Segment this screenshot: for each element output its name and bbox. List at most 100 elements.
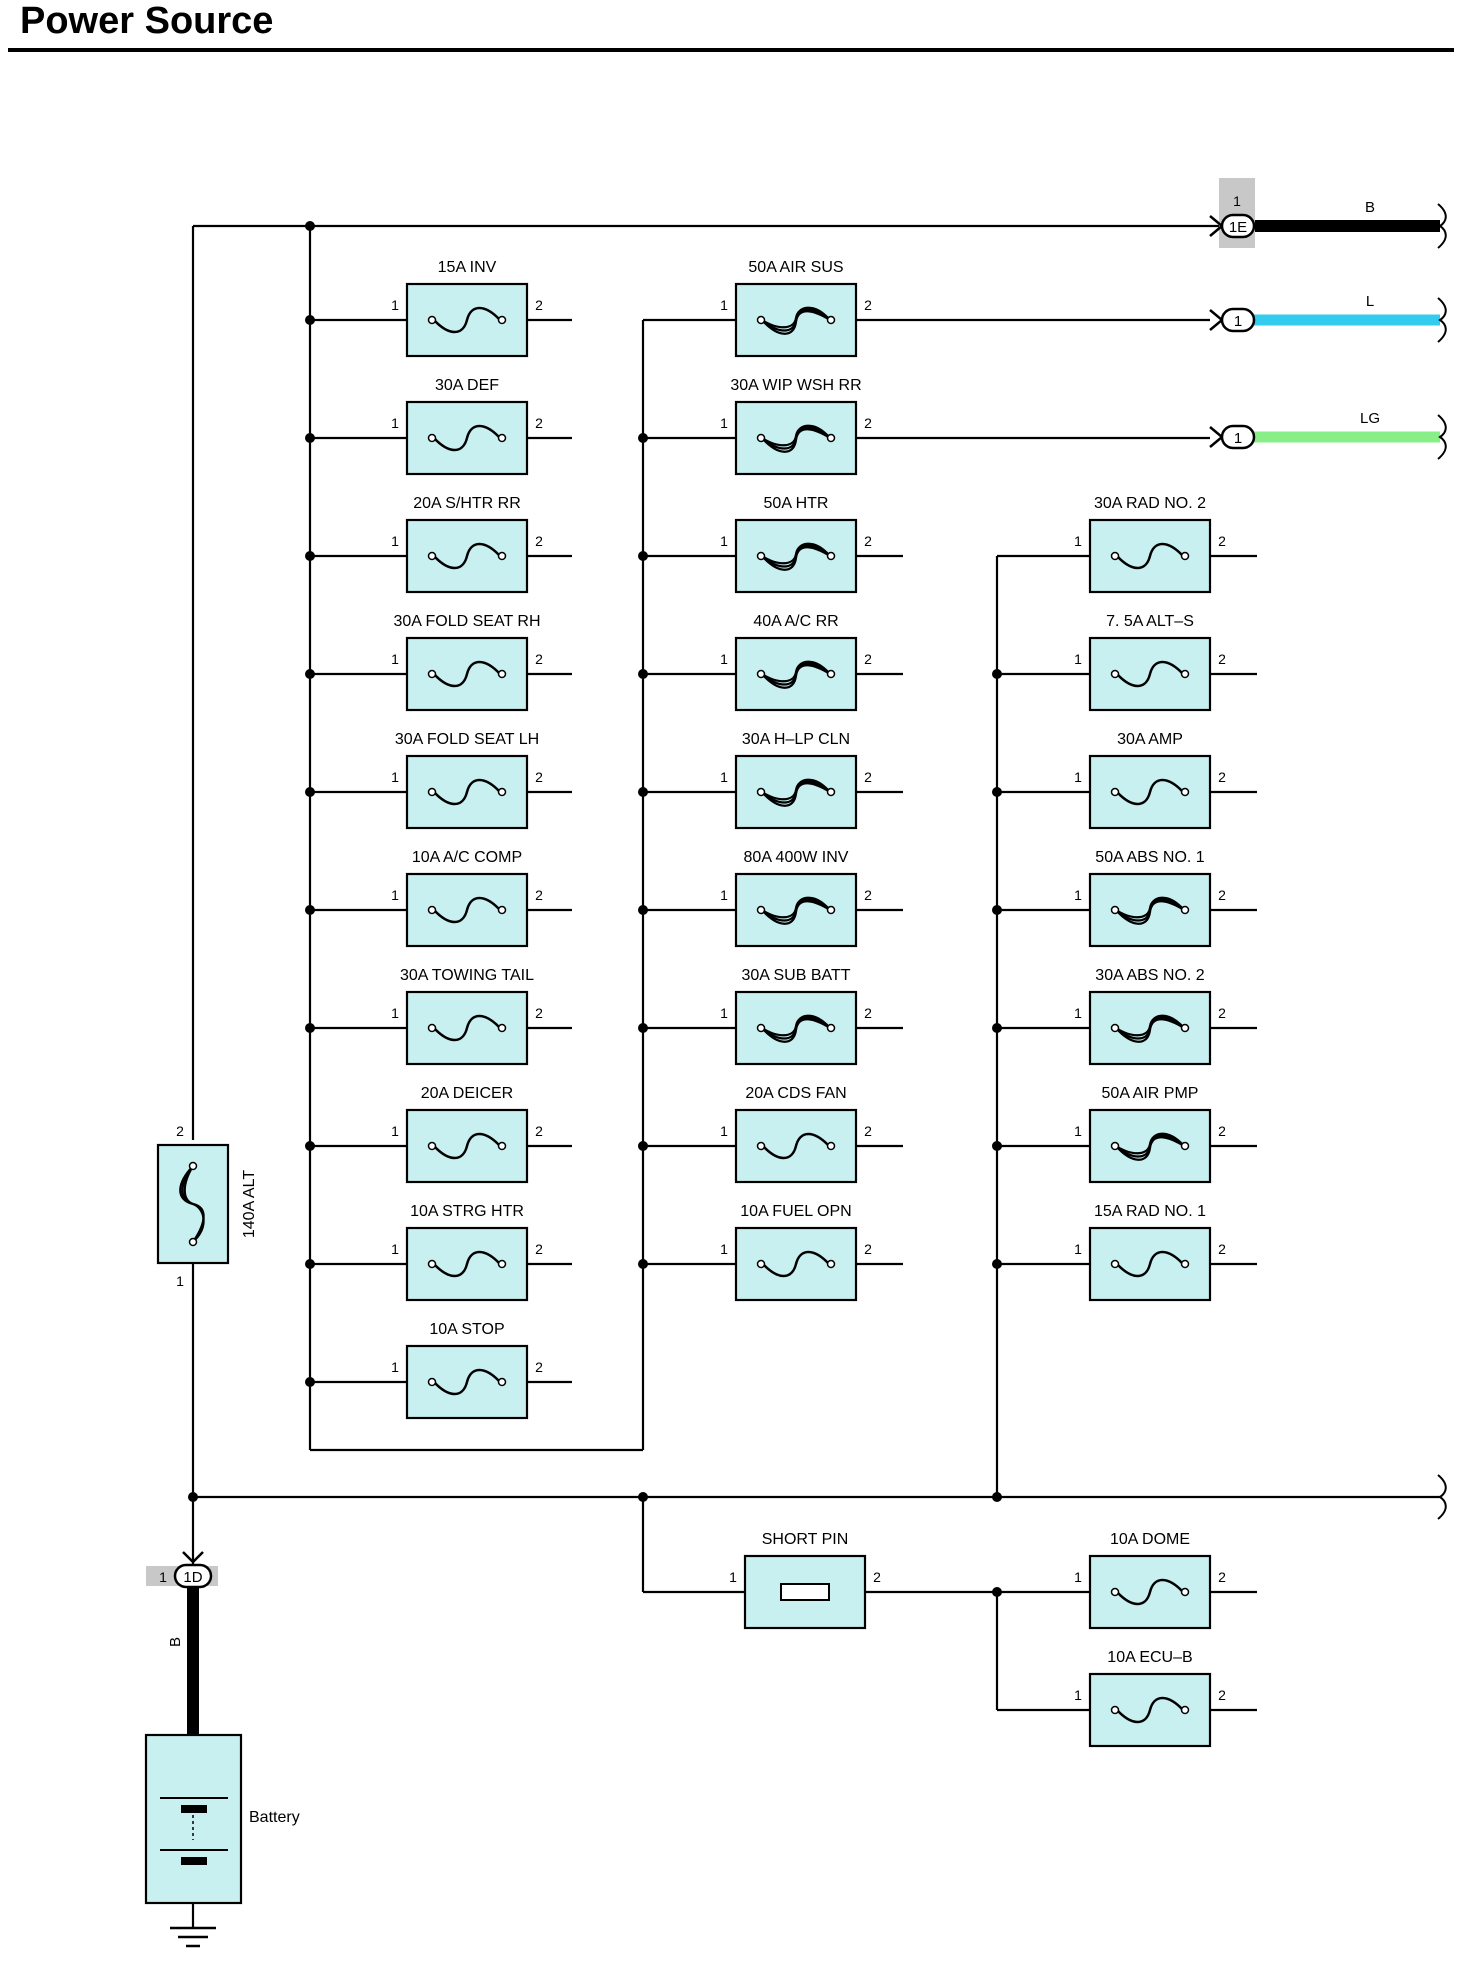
pin-2-label: 2 xyxy=(1218,887,1226,903)
pin-1-label: 1 xyxy=(720,1005,728,1021)
pin-1-label: 1 xyxy=(720,887,728,903)
pin-1-label: 1 xyxy=(391,769,399,785)
fuse-element xyxy=(433,1250,501,1278)
junction-dot xyxy=(305,221,315,231)
fuse-terminal xyxy=(497,315,507,325)
short-pin-element xyxy=(780,1583,830,1601)
fuse-terminal xyxy=(427,1023,437,1033)
fuse-terminal xyxy=(427,1141,437,1151)
pin-1-label: 1 xyxy=(720,1241,728,1257)
pin-2-label: 2 xyxy=(535,1005,543,1021)
pin-2-label: 2 xyxy=(535,297,543,313)
pin-2-label: 2 xyxy=(535,1359,543,1375)
fuse-body xyxy=(734,282,858,358)
battery: Battery xyxy=(144,1733,300,1948)
fuse-element xyxy=(1116,1250,1184,1278)
fuse-label: 10A DOME xyxy=(1110,1531,1190,1548)
pin-2-label: 2 xyxy=(864,769,872,785)
fuse-label: 50A ABS NO. 1 xyxy=(1095,849,1205,866)
pin-1-label: 1 xyxy=(1074,887,1082,903)
fuse-label: 50A HTR xyxy=(764,495,829,512)
fuse-label: 80A 400W INV xyxy=(744,849,849,866)
pin-2-label: 2 xyxy=(864,887,872,903)
fuse-terminal xyxy=(826,315,836,325)
pin-2-label: 2 xyxy=(864,1241,872,1257)
pin-2-label: 2 xyxy=(873,1569,881,1585)
fuse-terminal xyxy=(756,1023,766,1033)
pin-1-label: 1 xyxy=(1074,1005,1082,1021)
junction-dot xyxy=(992,669,1002,679)
junction-dot xyxy=(638,787,648,797)
connector-pin-label: 1 xyxy=(159,1569,167,1585)
pin-2-label: 2 xyxy=(1218,651,1226,667)
fusible-link-element xyxy=(761,782,831,807)
fuse-label: 15A INV xyxy=(438,259,497,276)
fuse-terminal xyxy=(497,669,507,679)
pin-2-label: 2 xyxy=(864,415,872,431)
fuse-terminal xyxy=(1180,787,1190,797)
pin-2-label: 2 xyxy=(535,887,543,903)
pin-1-label: 1 xyxy=(391,651,399,667)
fuse-element xyxy=(762,1132,830,1160)
fuse-terminal xyxy=(756,551,766,561)
battery-body xyxy=(144,1733,243,1905)
connector-pin-label: 1 xyxy=(1233,193,1241,209)
junction-dot xyxy=(638,551,648,561)
fuse-terminal xyxy=(1110,1259,1120,1269)
fuse-terminal xyxy=(1180,551,1190,561)
pin-2-label: 2 xyxy=(1218,1123,1226,1139)
fuse-terminal xyxy=(188,1237,198,1247)
junction-dot xyxy=(305,1023,315,1033)
pin-2-label: 2 xyxy=(1218,533,1226,549)
fuse-label: 30A H–LP CLN xyxy=(742,731,850,748)
junction-dot xyxy=(638,1141,648,1151)
fuse-element xyxy=(1116,778,1184,806)
connector-label: 1 xyxy=(1234,313,1242,330)
wires xyxy=(187,220,1440,1928)
fuse-label: 20A S/HTR RR xyxy=(413,495,521,512)
fuse-label: 30A AMP xyxy=(1117,731,1183,748)
junction-dot xyxy=(188,1492,198,1502)
fuse-label: 140A ALT xyxy=(241,1170,258,1238)
fuse-col2-fuse-6: 80A 400W INV 1 2 xyxy=(720,849,872,948)
output-connector-3: 1LG xyxy=(1209,410,1447,460)
connector-label: 1D xyxy=(183,1569,202,1586)
pin-1-label: 1 xyxy=(391,887,399,903)
pin-2-label: 2 xyxy=(535,769,543,785)
pin-1-label: 1 xyxy=(391,533,399,549)
pin-2-label: 2 xyxy=(176,1123,184,1139)
pin-2-label: 2 xyxy=(535,533,543,549)
fuse-label: 20A DEICER xyxy=(421,1085,513,1102)
fuse-element xyxy=(433,306,501,334)
fuse-terminal xyxy=(497,433,507,443)
pin-1-label: 1 xyxy=(391,297,399,313)
pin-2-label: 2 xyxy=(535,1241,543,1257)
pin-2-label: 2 xyxy=(864,1005,872,1021)
fusible-link-element xyxy=(183,1165,205,1243)
fuse-label: 30A FOLD SEAT RH xyxy=(393,613,540,630)
pin-1-label: 1 xyxy=(1074,1123,1082,1139)
connector-shell xyxy=(1220,424,1256,450)
junction-dot xyxy=(305,551,315,561)
fuse-label: 30A WIP WSH RR xyxy=(730,377,861,394)
fuse-terminal xyxy=(826,551,836,561)
junction-dot xyxy=(992,1587,1002,1597)
junction-dot xyxy=(305,1259,315,1269)
pin-2-label: 2 xyxy=(1218,1005,1226,1021)
fuse-element xyxy=(433,1014,501,1042)
junction-dot xyxy=(305,315,315,325)
junction-dot xyxy=(992,1492,1002,1502)
pin-1-label: 1 xyxy=(720,769,728,785)
junction-dot xyxy=(638,1259,648,1269)
fuse-element xyxy=(433,542,501,570)
fuse-label: 30A DEF xyxy=(435,377,499,394)
